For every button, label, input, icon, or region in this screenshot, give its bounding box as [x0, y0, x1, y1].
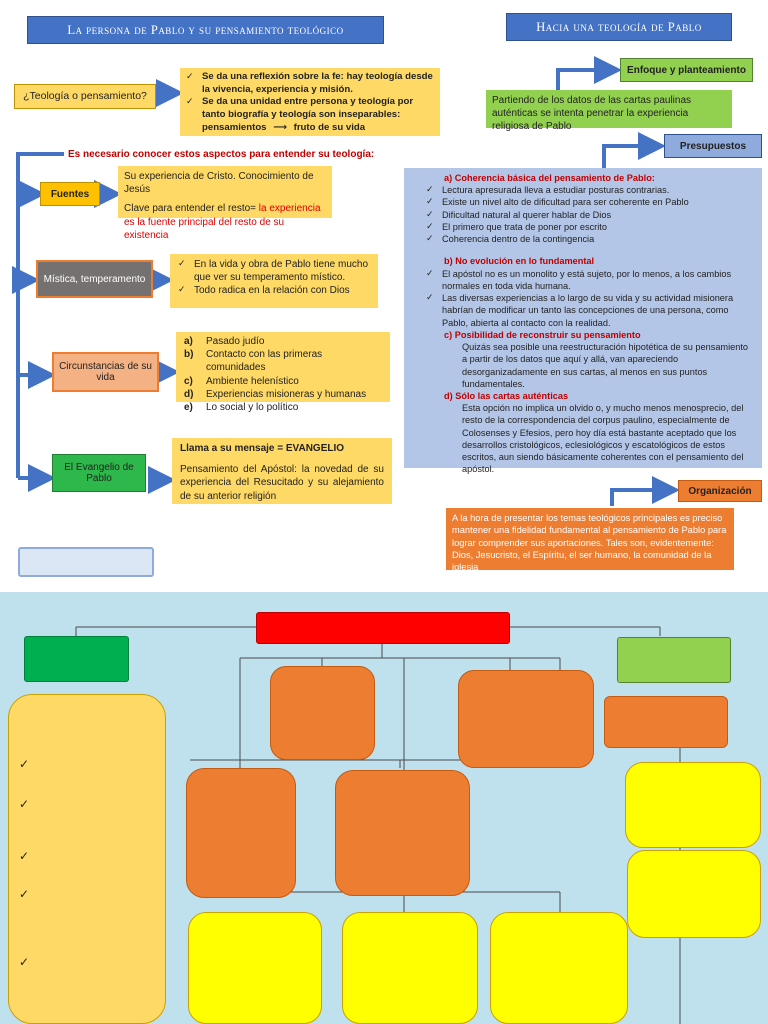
circ-text: Pasado judío [206, 336, 265, 347]
blank-orange-box [270, 666, 375, 760]
circ-text: Ambiente helenístico [206, 375, 299, 387]
evangelio-label: El Evangelio de Pablo [64, 462, 134, 484]
mistica-point: En la vida y obra de Pablo tiene mucho q… [176, 258, 372, 284]
blank-yellow-box [625, 762, 761, 848]
evangelio-detail: Llama a su mensaje = EVANGELIO Pensamien… [172, 438, 392, 504]
circ-marker: a) [184, 336, 193, 347]
organizacion-text: A la hora de presentar los temas teológi… [452, 513, 727, 573]
evangelio-body: Pensamiento del Apóstol: la novedad de s… [180, 464, 384, 502]
blank-scroll-shape [18, 547, 154, 577]
presup-a-point: Lectura apresurada lleva a estudiar post… [424, 184, 754, 196]
circ-box: Circunstancias de su vida [52, 352, 159, 392]
presup-b-list: El apóstol no es un monolito y está suje… [424, 268, 754, 329]
enfoque-label-box: Enfoque y planteamiento [620, 58, 753, 82]
presupuestos-label: Presupuestos [679, 140, 747, 152]
circ-detail: a) Pasado judío b) Contacto con las primer… [176, 332, 390, 413]
question-box: ¿Teología o pensamiento? [14, 84, 156, 109]
organizacion-text-box: A la hora de presentar los temas teológi… [446, 508, 734, 573]
circ-marker: d) [184, 388, 194, 400]
question-label: ¿Teología o pensamiento? [23, 89, 147, 102]
circ-item: b) Contacto con las primeras comunidades [184, 348, 382, 374]
presup-a-list: Lectura apresurada lleva a estudiar post… [424, 184, 754, 245]
organizacion-label: Organización [688, 485, 752, 497]
connector-layer [12, 56, 680, 506]
check-mark: ✓ [19, 849, 30, 863]
blank-check-panel: ✓ ✓ ✓ ✓ ✓ [8, 694, 166, 1024]
right-title: Hacia una teología de Pablo [506, 13, 732, 41]
presup-d-title: d) Sólo las cartas auténticas [444, 390, 569, 401]
circ-item: d) Experiencias misioneras y humanas [184, 388, 382, 401]
check-mark: ✓ [19, 757, 30, 771]
left-title: La persona de Pablo y su pensamiento teo… [27, 16, 384, 44]
blank-orange-box [186, 768, 296, 898]
presup-a-title: a) Coherencia básica del pensamiento de … [444, 173, 655, 183]
circ-item: e) Lo social y lo político [184, 401, 382, 414]
presup-b-title: b) No evolución en lo fundamental [444, 256, 595, 267]
presup-b-point: Las diversas experiencias a lo largo de … [424, 292, 754, 329]
arrow-presup [602, 132, 666, 168]
intro-text: Es necesario conocer estos aspectos para… [68, 149, 375, 160]
fuentes-box: Fuentes [40, 182, 100, 206]
fuentes-detail: Su experiencia de Cristo. Conocimiento d… [118, 166, 332, 241]
enfoque-label: Enfoque y planteamiento [627, 64, 746, 76]
circ-text: Experiencias misioneras y humanas [206, 388, 367, 400]
presup-a-point: Coherencia dentro de la contingencia [424, 233, 754, 245]
flow-to: fruto de su vida [293, 121, 366, 133]
circ-item: c) Ambiente helenístico [184, 375, 382, 388]
presupuestos-box: a) Coherencia básica del pensamiento de … [404, 168, 762, 474]
presup-a-point: Existe un nivel alto de dificultad para … [424, 196, 754, 208]
mistica-detail: En la vida y obra de Pablo tiene mucho q… [170, 254, 378, 308]
fuentes-line2-red: la experiencia es la fuente principal de… [124, 203, 321, 241]
blank-yellow-box [627, 850, 761, 938]
blank-yellow-box [490, 912, 628, 1024]
blank-yellow-box [342, 912, 478, 1024]
circ-marker: e) [184, 401, 193, 413]
presup-a-point: El primero que trata de poner por escrit… [424, 221, 754, 233]
fuentes-line1: Su experiencia de Cristo. Conocimiento d… [124, 171, 314, 196]
question-point: Se da una unidad entre persona y teologí… [184, 96, 434, 121]
check-mark: ✓ [19, 887, 30, 901]
presupuestos-label-box: Presupuestos [664, 134, 762, 158]
blank-title-box [256, 612, 510, 644]
circ-marker: c) [184, 375, 193, 387]
fuentes-line2: Clave para entender el resto= la experie… [124, 202, 326, 242]
circ-item: a) Pasado judío [184, 335, 382, 348]
flow-arrow: ⟶ [273, 121, 287, 133]
arrow-enfoque [556, 56, 622, 90]
mistica-label: Mística, temperamento [43, 273, 146, 285]
fuentes-line2-prefix: Clave para entender el resto= [124, 203, 257, 215]
evangelio-heading: Llama a su mensaje = EVANGELIO [180, 443, 345, 454]
circ-text: Contacto con las primeras comunidades [206, 349, 323, 374]
blank-orange-box [604, 696, 728, 748]
organizacion-label-box: Organización [678, 480, 762, 502]
presup-b-point: El apóstol no es un monolito y está suje… [424, 268, 754, 292]
presup-d-text: Esta opción no implica un olvido o, y mu… [462, 403, 744, 475]
blank-orange-box [458, 670, 594, 768]
evangelio-box: El Evangelio de Pablo [52, 454, 146, 492]
question-points-box: Se da una reflexión sobre la fe: hay teo… [180, 68, 440, 136]
blank-lightgreen-box [617, 637, 731, 683]
enfoque-text-box: Partiendo de los datos de las cartas pau… [486, 90, 732, 132]
circ-label: Circunstancias de su vida [59, 361, 152, 383]
blank-yellow-box [188, 912, 322, 1024]
blank-orange-box [335, 770, 470, 896]
check-mark: ✓ [19, 797, 30, 811]
arrow-org [610, 476, 680, 506]
question-flow: pensamientos ⟶ fruto de su vida [184, 122, 434, 135]
presup-c-text: Quizás sea posible una reestructuración … [462, 342, 749, 389]
flow-from: pensamientos [202, 121, 267, 133]
fuentes-label: Fuentes [50, 188, 90, 200]
mistica-point: Todo radica en la relación con Dios [176, 284, 372, 297]
presup-a-point: Dificultad natural al querer hablar de D… [424, 209, 754, 221]
lower-diagram-area: ✓ ✓ ✓ ✓ ✓ [0, 592, 768, 1024]
check-mark: ✓ [19, 955, 30, 969]
question-point: Se da una reflexión sobre la fe: hay teo… [184, 71, 434, 96]
left-spine [16, 152, 64, 478]
circ-marker: b) [184, 349, 194, 361]
presup-c-title: c) Posibilidad de reconstruir su pensami… [444, 329, 641, 340]
circ-text: Lo social y lo político [206, 401, 299, 413]
blank-green-box [24, 636, 129, 682]
mistica-box: Mística, temperamento [36, 260, 153, 298]
enfoque-text: Partiendo de los datos de las cartas pau… [492, 95, 692, 133]
